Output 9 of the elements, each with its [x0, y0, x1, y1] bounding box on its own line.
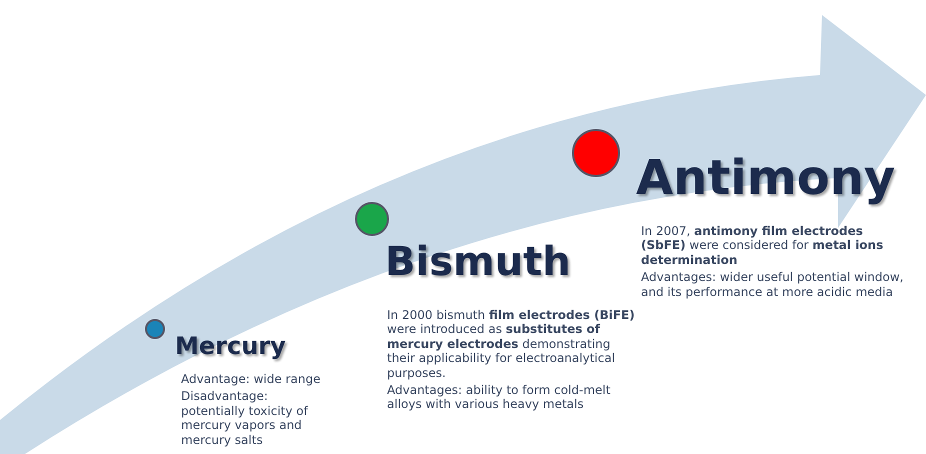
bullet-text: In 2007, antimony film electrodes (SbFE) were considered for metal ions determination [641, 224, 884, 268]
stage-heading: Mercury [175, 333, 286, 360]
bullet-text: Disadvantage: potentially toxicity of mercury vapors and mercury salts [181, 389, 310, 447]
bullet-text: In 2000 bismuth film electrodes (BiFE) were introduced as substitutes of mercury electrodes demonstrating their applicability for electroanalytical purposes. [387, 308, 636, 380]
bullet-text: Advantage: wide range [181, 372, 322, 386]
stage-heading: Antimony [636, 152, 896, 205]
bullet-text: Advantages: wider useful potential window, and its performance at more acidic media [641, 270, 904, 299]
bullet-text: Advantages: ability to form cold-melt alloys with various heavy metals [387, 382, 612, 412]
stage-heading: Bismuth [385, 240, 571, 284]
